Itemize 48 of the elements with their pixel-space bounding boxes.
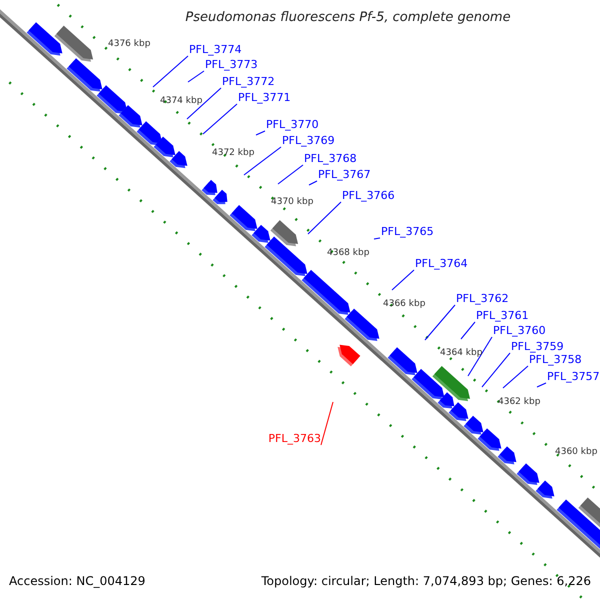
gene-label: PFL_3765 [381, 225, 445, 239]
gene-label: PFL_3771 [238, 91, 302, 105]
leader-line [244, 146, 282, 176]
leader-line [392, 270, 414, 290]
position-label: 4370 kbp [271, 196, 314, 209]
gene-label: PFL_3766 [342, 189, 406, 203]
gene-label: PFL_3773 [205, 58, 269, 72]
gene-label: PFL_3760 [493, 324, 557, 338]
leader-line [468, 336, 492, 376]
position-label: 4372 kbp [212, 147, 254, 160]
leader-line [320, 402, 334, 446]
leader-line [256, 130, 266, 136]
position-label: 4374 kbp [160, 95, 202, 108]
leader-line [482, 352, 510, 388]
gene-label: PFL_3769 [282, 134, 346, 148]
gene-label: PFL_3770 [266, 118, 330, 132]
gene-label: PFL_3763 [257, 432, 321, 446]
gene-label: PFL_3761 [476, 309, 540, 323]
leader-line [460, 322, 476, 340]
position-label: 4362 kbp [498, 396, 540, 409]
position-label: 4364 kbp [440, 347, 482, 360]
gene-label: PFL_3768 [304, 152, 368, 166]
gene-label: PFL_3759 [511, 340, 575, 354]
leader-line [502, 366, 528, 388]
gene-label: PFL_3774 [189, 43, 253, 57]
diagram-title: Pseudomonas fluorescens Pf-5, complete genome [184, 9, 512, 27]
leader-line [308, 202, 342, 234]
leader-line [308, 180, 318, 186]
gene-label: PFL_3758 [529, 353, 593, 367]
footer-text: Topology: circular; Length: 7,074,893 bp; Genes: 6,226 [261, 573, 591, 590]
footer-text: Accession: NC_004129 [9, 573, 146, 590]
leader-line [374, 238, 380, 240]
gene-label: PFL_3764 [415, 257, 479, 271]
leader-line [424, 304, 456, 340]
gene-label: PFL_3772 [222, 75, 286, 89]
position-label: 4376 kbp [108, 38, 150, 51]
position-label: 4368 kbp [327, 247, 370, 260]
gene-label: PFL_3757 [547, 370, 600, 384]
gene-label: PFL_3767 [318, 168, 382, 182]
leader-line [186, 88, 222, 120]
leader-line [202, 104, 238, 134]
gene-label: PFL_3762 [456, 292, 520, 306]
position-label: 4360 kbp [555, 446, 598, 459]
position-label: 4366 kbp [383, 298, 426, 311]
leader-line [536, 382, 546, 388]
leader-line [278, 164, 304, 184]
leader-line [188, 70, 204, 82]
leader-line [152, 56, 188, 88]
